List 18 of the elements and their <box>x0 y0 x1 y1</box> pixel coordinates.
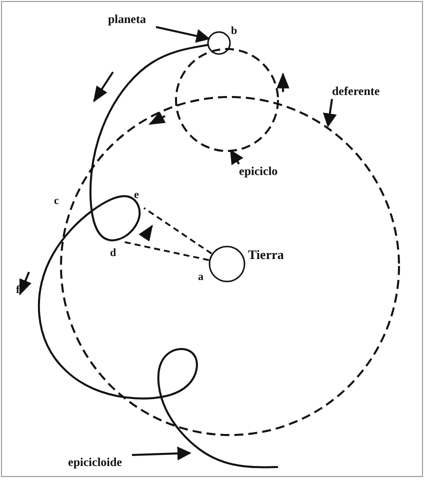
point-label: c <box>54 196 59 207</box>
leader-arrow <box>322 98 337 128</box>
point-label: b <box>231 26 238 37</box>
point-label: f <box>16 285 20 296</box>
callout-label: planeta <box>108 13 146 25</box>
leader-arrow <box>132 446 192 460</box>
point-label: a <box>198 272 204 283</box>
leader-arrow <box>156 26 210 43</box>
point-label: e <box>134 190 139 201</box>
point-label: d <box>110 248 116 259</box>
dashed-line <box>124 241 210 262</box>
callout-label: epiciclo <box>239 165 278 177</box>
callout-label: deferente <box>332 85 380 97</box>
epicycloid-curve <box>38 44 278 468</box>
callout-label: epicicloide <box>68 456 122 468</box>
leader-arrow <box>230 150 244 166</box>
dashed-line <box>144 207 212 254</box>
earth-label: Tierra <box>248 248 284 261</box>
